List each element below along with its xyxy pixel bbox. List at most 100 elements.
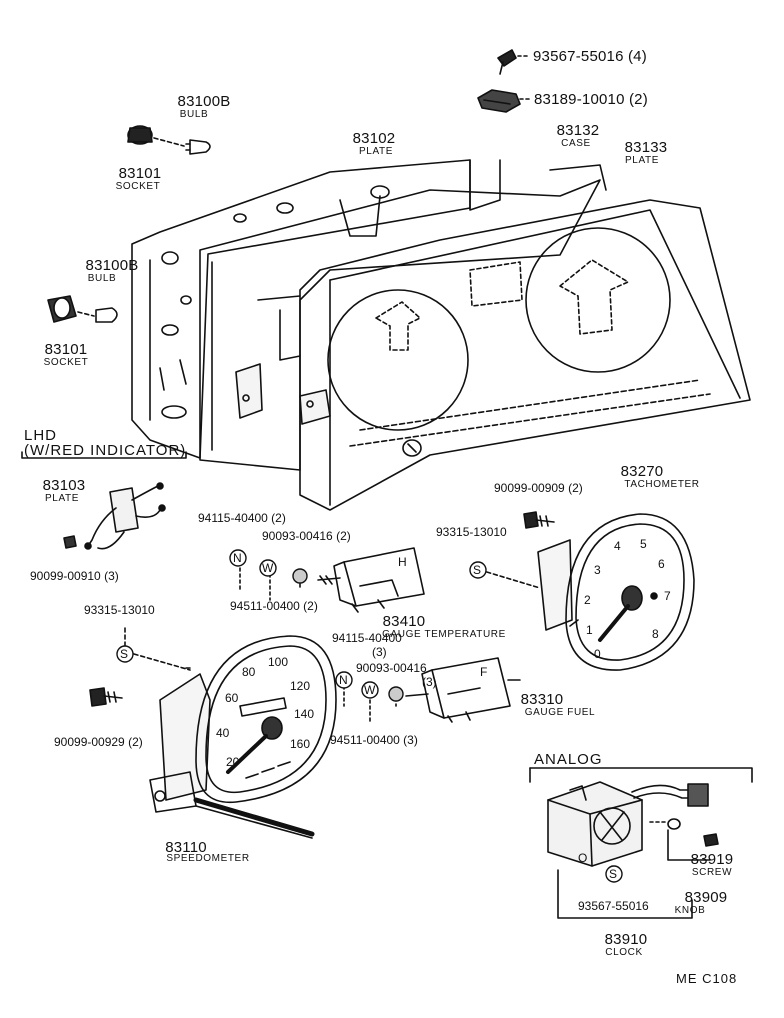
caption-plate-83102: PLATE <box>359 146 393 157</box>
socket-icon <box>127 125 153 145</box>
label-83910: 83910 <box>604 931 648 948</box>
clock-drawing <box>547 781 709 867</box>
label-83103: 83103 <box>42 477 86 494</box>
nut-symbol-icon <box>229 549 247 567</box>
screw-icon <box>89 687 123 707</box>
label-94115-40400-mid: 94115-40400 <box>332 631 402 645</box>
speedo-tick-160: 160 <box>290 737 311 751</box>
tacho-tick-4: 4 <box>614 539 621 553</box>
caption-gauge-temperature: GAUGE TEMPERATURE <box>382 629 506 640</box>
tacho-tick-5: 5 <box>640 537 647 551</box>
analog-bracket <box>529 767 753 919</box>
indicator-plate-drawing <box>21 451 187 550</box>
screw-symbol-icon <box>605 865 623 883</box>
label-94511-00400-left: 94511-00400 (2) <box>230 599 318 613</box>
tacho-tick-7: 7 <box>664 589 671 603</box>
temp-gauge-face-letter: H <box>398 555 407 569</box>
caption-gauge-fuel: GAUGE FUEL <box>524 707 596 718</box>
clip-icon <box>477 89 521 113</box>
bulb-icon <box>185 139 211 155</box>
nut-symbol-label: N <box>339 673 348 687</box>
page-code: ME C108 <box>676 971 738 986</box>
label-90099-00910: 90099-00910 (3) <box>30 569 119 583</box>
screw-icon <box>63 535 77 549</box>
caption-case: CASE <box>561 138 591 149</box>
group-analog-title: ANALOG <box>534 751 603 768</box>
speedo-tick-20: 20 <box>226 755 240 769</box>
circuit-plate-drawing <box>199 159 607 471</box>
tacho-tick-8: 8 <box>652 627 659 641</box>
tacho-tick-6: 6 <box>658 557 665 571</box>
label-83100b-upper: 83100B <box>177 93 231 110</box>
label-90099-00909: 90099-00909 (2) <box>494 481 583 495</box>
temp-gauge-drawing <box>317 547 425 613</box>
nut-symbol-icon <box>335 671 353 689</box>
fuel-gauge-drawing <box>405 657 511 723</box>
screw-symbol-icon <box>469 561 487 579</box>
caption-tachometer: TACHOMETER <box>624 479 700 490</box>
tacho-tick-3: 3 <box>594 563 601 577</box>
screw-symbol-icon <box>116 645 134 663</box>
label-83909: 83909 <box>684 889 728 906</box>
tacho-tick-1: 1 <box>586 623 593 637</box>
label-93567-55016-top: 93567-55016 (4) <box>533 48 647 65</box>
label-90093-00416-left: 90093-00416 (2) <box>262 529 351 543</box>
label-90099-00929: 90099-00929 (2) <box>54 735 143 749</box>
caption-clock: CLOCK <box>605 947 643 958</box>
washer-symbol-label: W <box>262 561 274 575</box>
tachometer-drawing <box>537 513 695 671</box>
label-93315-13010-right: 93315-13010 <box>436 525 507 539</box>
label-83110: 83110 <box>165 839 207 856</box>
label-90093-mid-qty: (3) <box>422 675 437 689</box>
screw-icon <box>497 49 517 75</box>
screw-icon <box>523 511 555 529</box>
washer-icon <box>292 568 308 584</box>
speedo-tick-100: 100 <box>268 655 289 669</box>
screw-symbol-label: S <box>473 563 482 577</box>
screw-symbol-label: S <box>609 867 618 881</box>
caption-screw-83919: SCREW <box>691 867 733 878</box>
washer-symbol-label: W <box>364 683 376 697</box>
socket-icon <box>47 295 77 323</box>
caption-socket-upper: SOCKET <box>115 181 161 192</box>
label-83102: 83102 <box>352 130 396 147</box>
label-83310: 83310 <box>520 691 564 708</box>
caption-speedometer: SPEEDOMETER <box>166 853 250 864</box>
label-90093-00416-mid: 90093-00416 <box>356 661 427 675</box>
label-83101-upper: 83101 <box>118 165 162 182</box>
speedometer-drawing <box>149 635 337 839</box>
caption-plate-83133: PLATE <box>625 155 659 166</box>
label-83101-lower: 83101 <box>44 341 88 358</box>
speedo-tick-60: 60 <box>225 691 239 705</box>
label-83270: 83270 <box>620 463 664 480</box>
caption-socket-lower: SOCKET <box>43 357 89 368</box>
washer-icon <box>388 686 404 702</box>
speedo-tick-120: 120 <box>290 679 311 693</box>
label-94115-40400-left: 94115-40400 (2) <box>198 511 286 525</box>
label-94511-00400-mid: 94511-00400 (3) <box>330 733 418 747</box>
caption-knob: KNOB <box>674 905 706 916</box>
washer-symbol-icon <box>361 681 379 699</box>
nut-symbol-label: N <box>233 551 242 565</box>
label-93315-13010-left: 93315-13010 <box>84 603 155 617</box>
screw-symbol-label: S <box>120 647 129 661</box>
label-83189-10010: 83189-10010 (2) <box>534 91 648 108</box>
label-83410: 83410 <box>382 613 426 630</box>
tacho-tick-2: 2 <box>584 593 591 607</box>
caption-plate-83103: PLATE <box>45 493 79 504</box>
label-83133: 83133 <box>624 139 668 156</box>
label-93567-55016-clock: 93567-55016 <box>578 899 649 913</box>
fuel-gauge-face-letter: F <box>480 665 488 679</box>
label-83100b-lower: 83100B <box>85 257 139 274</box>
group-lhd-title: LHD <box>24 427 58 444</box>
bulb-icon <box>95 307 118 323</box>
caption-bulb-upper: BULB <box>179 109 209 120</box>
label-83132: 83132 <box>556 122 600 139</box>
speedo-tick-80: 80 <box>242 665 256 679</box>
washer-symbol-icon <box>259 559 277 577</box>
tacho-tick-0: 0 <box>594 647 601 661</box>
label-83919: 83919 <box>690 851 734 868</box>
speedo-tick-40: 40 <box>216 726 230 740</box>
screw-icon <box>703 833 719 847</box>
meter-case-drawing <box>299 199 751 511</box>
